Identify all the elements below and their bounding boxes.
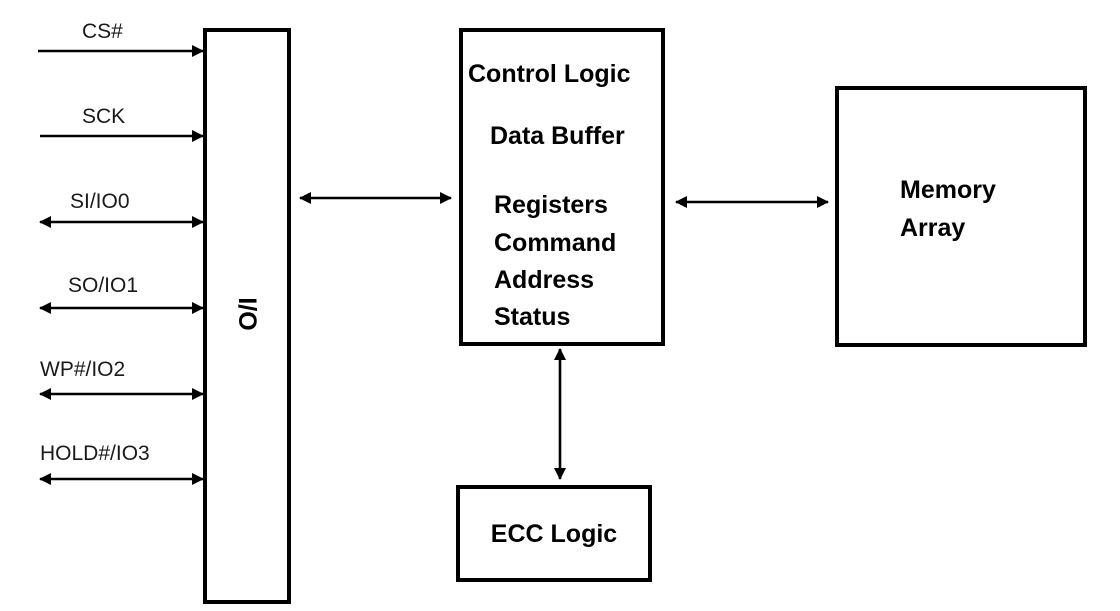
address-label: Address (494, 266, 594, 294)
pin-sck-label: SCK (82, 105, 125, 128)
pin-so-io1: SO/IO1 (39, 274, 204, 314)
pin-hold-io3-label: HOLD#/IO3 (40, 442, 150, 465)
control-logic-title: Control Logic (468, 60, 631, 88)
pin-wp-io2-label: WP#/IO2 (40, 358, 125, 381)
pin-si-io0-label: SI/IO0 (70, 190, 130, 213)
memory-label: Memory (900, 176, 996, 204)
data-buffer-label: Data Buffer (490, 122, 625, 150)
signal-pins: CS# SCK SI/IO0 SO/IO1 WP#/IO2 HOLD#/IO3 (38, 20, 204, 485)
memory-array-block: Memory Array (835, 86, 1087, 347)
memory-array-border (835, 86, 1087, 347)
pin-hold-io3: HOLD#/IO3 (39, 442, 204, 485)
array-label: Array (900, 214, 965, 242)
ecc-logic-label: ECC Logic (491, 520, 617, 548)
connectors (299, 192, 829, 480)
io-block-label: I/O (233, 297, 261, 330)
ecc-logic-block: ECC Logic (456, 485, 652, 582)
ecc-logic-border (456, 485, 652, 582)
pin-wp-io2: WP#/IO2 (39, 358, 204, 400)
command-label: Command (494, 229, 616, 257)
registers-label: Registers (494, 191, 608, 219)
io-block: I/O (203, 28, 291, 604)
pin-sck: SCK (40, 105, 204, 142)
pin-cs: CS# (38, 20, 204, 57)
control-logic-border (459, 28, 665, 346)
status-label: Status (494, 303, 570, 331)
pin-si-io0: SI/IO0 (39, 190, 204, 228)
io-block-border (203, 28, 291, 604)
control-logic-block: Control Logic Data Buffer Registers Comm… (459, 28, 665, 346)
pin-so-io1-label: SO/IO1 (68, 274, 138, 297)
pin-cs-label: CS# (82, 20, 123, 43)
